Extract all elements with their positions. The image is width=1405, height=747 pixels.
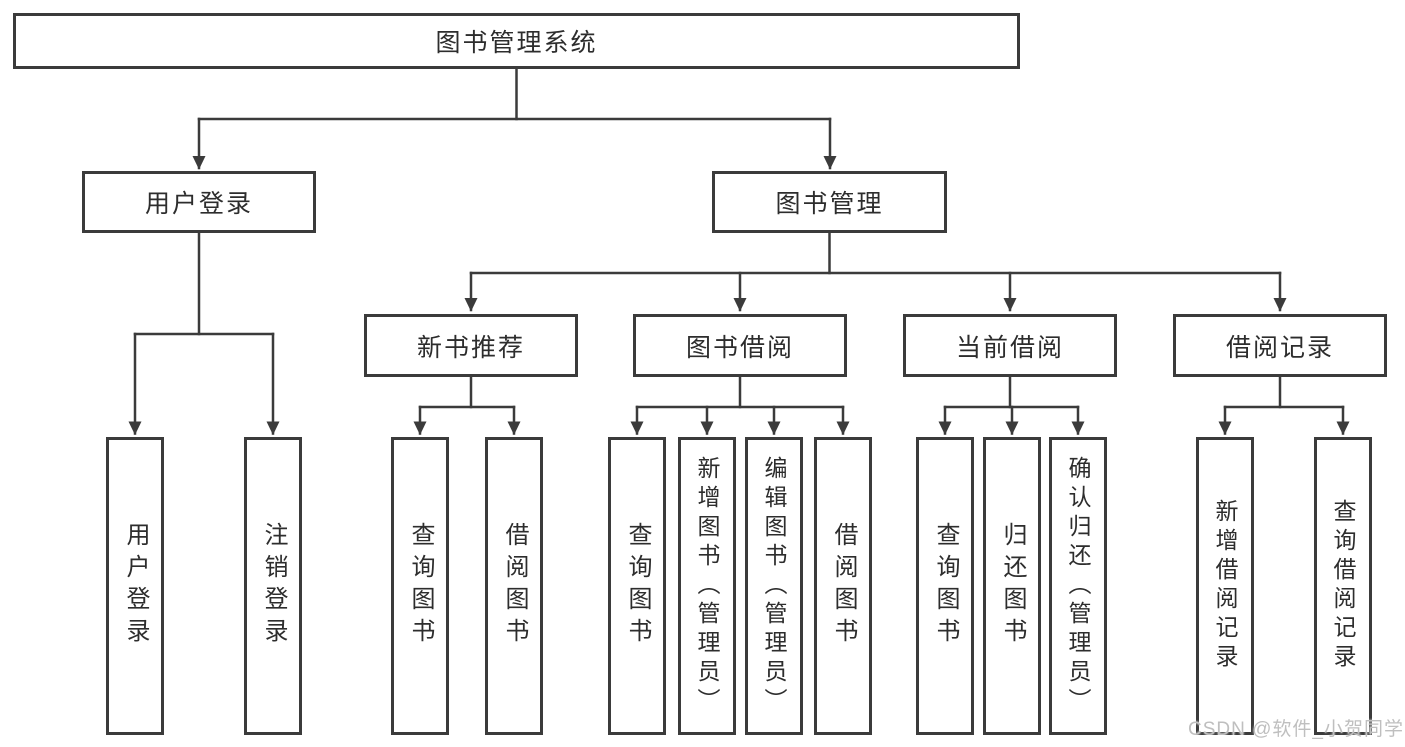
leaf-query-books-borrow: 查询图书: [608, 437, 666, 735]
leaf-query-books-current: 查询图书: [916, 437, 974, 735]
leaf-return-books: 归还图书: [983, 437, 1041, 735]
leaf-edit-books-admin: 编辑图书（管理员）: [745, 437, 803, 735]
csdn-watermark: CSDN @软件_小贺同学: [1188, 719, 1404, 740]
leaf-query-borrow-record: 查询借阅记录: [1314, 437, 1372, 735]
leaf-query-books-recommend: 查询图书: [391, 437, 449, 735]
leaf-confirm-return-admin: 确认归还（管理员）: [1049, 437, 1107, 735]
node-new-book-recommend: 新书推荐: [364, 314, 578, 377]
leaf-add-books-admin: 新增图书（管理员）: [678, 437, 736, 735]
leaf-logout: 注销登录: [244, 437, 302, 735]
node-borrow-records: 借阅记录: [1173, 314, 1387, 377]
node-user-login: 用户登录: [82, 171, 316, 233]
node-root-system: 图书管理系统: [13, 13, 1020, 69]
leaf-user-login: 用户登录: [106, 437, 164, 735]
leaf-borrow-books: 借阅图书: [814, 437, 872, 735]
node-book-management: 图书管理: [712, 171, 947, 233]
leaf-borrow-books-recommend: 借阅图书: [485, 437, 543, 735]
node-current-borrow: 当前借阅: [903, 314, 1117, 377]
leaf-add-borrow-record: 新增借阅记录: [1196, 437, 1254, 735]
node-book-borrow: 图书借阅: [633, 314, 847, 377]
